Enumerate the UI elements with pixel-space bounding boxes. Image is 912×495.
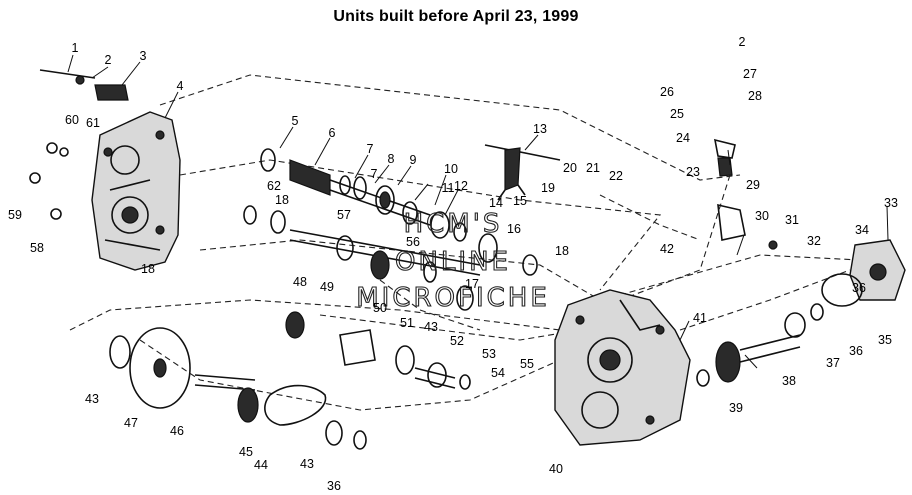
callout-label: 30 — [755, 209, 769, 223]
callout-label: 26 — [660, 85, 674, 99]
callout-label: 37 — [826, 356, 840, 370]
callout-label: 25 — [670, 107, 684, 121]
watermark-line-1: HCM'S — [404, 209, 503, 239]
callout-label: 39 — [729, 401, 743, 415]
callout-label: 19 — [541, 181, 555, 195]
callout-label: 1 — [72, 41, 79, 55]
callout-label: 13 — [533, 122, 547, 136]
callout-label: 32 — [807, 234, 821, 248]
callout-label: 43 — [424, 320, 438, 334]
callout-label: 7 — [371, 167, 378, 181]
callout-label: 55 — [520, 357, 534, 371]
callout-label: 5 — [292, 114, 299, 128]
watermark-line-2: ONLINE — [395, 247, 511, 277]
callout-label: 45 — [239, 445, 253, 459]
callout-label: 15 — [513, 194, 527, 208]
callout-label: 34 — [855, 223, 869, 237]
callout-label: 43 — [85, 392, 99, 406]
callout-label: 58 — [30, 241, 44, 255]
callout-label: 10 — [444, 162, 458, 176]
callout-label: 53 — [482, 347, 496, 361]
callout-label: 36 — [327, 479, 341, 493]
callout-label: 49 — [320, 280, 334, 294]
callout-label: 35 — [878, 333, 892, 347]
callout-label: 24 — [676, 131, 690, 145]
callout-label: 18 — [141, 262, 155, 276]
callout-label: 6 — [329, 126, 336, 140]
callout-label: 61 — [86, 116, 100, 130]
callout-label: 62 — [267, 179, 281, 193]
shift-fork — [484, 144, 561, 201]
callout-label: 33 — [884, 196, 898, 210]
callout-label: 18 — [275, 193, 289, 207]
lower-gear-group — [109, 327, 367, 450]
callout-label: 2 — [739, 35, 746, 49]
callout-label: 59 — [8, 208, 22, 222]
callout-label: 52 — [450, 334, 464, 348]
callout-label: 29 — [746, 178, 760, 192]
callout-label: 48 — [293, 275, 307, 289]
watermark: HCM'S ONLINE MICROFICHE — [356, 208, 550, 313]
callout-label: 17 — [465, 277, 479, 291]
callout-label: 46 — [170, 424, 184, 438]
callout-label: 2 — [105, 53, 112, 67]
small-left-parts — [29, 69, 129, 220]
callout-label: 57 — [337, 208, 351, 222]
callout-label: 27 — [743, 67, 757, 81]
callout-label: 14 — [489, 196, 503, 210]
middle-lower-parts — [285, 311, 471, 390]
callout-label: 11 — [442, 181, 455, 195]
callout-label: 43 — [300, 457, 314, 471]
callout-label: 31 — [785, 213, 799, 227]
watermark-line-3: MICROFICHE — [356, 283, 550, 313]
output-shaft-assembly — [696, 138, 906, 387]
callout-label: 47 — [124, 416, 138, 430]
callout-label: 28 — [748, 89, 762, 103]
callout-label: 42 — [660, 242, 674, 256]
right-housing — [554, 289, 691, 446]
callout-label: 36 — [852, 281, 866, 295]
callout-label: 7 — [367, 142, 374, 156]
callout-label: 21 — [586, 161, 600, 175]
callout-label: 22 — [609, 169, 623, 183]
callout-label: 3 — [140, 49, 147, 63]
callout-label: 40 — [549, 462, 563, 476]
callout-label: 41 — [693, 311, 707, 325]
callout-label: 4 — [177, 79, 184, 93]
left-housing — [91, 111, 181, 271]
callout-label: 51 — [400, 316, 414, 330]
diagram-title: Units built before April 23, 1999 — [333, 8, 579, 25]
callout-label: 38 — [782, 374, 796, 388]
callout-label: 12 — [454, 179, 468, 193]
callout-label: 8 — [388, 152, 395, 166]
callout-label: 18 — [555, 244, 569, 258]
callout-label: 44 — [254, 458, 268, 472]
callout-label: 56 — [406, 235, 420, 249]
callout-label: 9 — [410, 153, 417, 167]
callout-label: 23 — [686, 165, 700, 179]
leader-lines — [67, 54, 889, 369]
callout-label: 50 — [373, 301, 387, 315]
callout-label: 36 — [849, 344, 863, 358]
input-shaft-assembly — [260, 148, 467, 242]
callout-label: 54 — [491, 366, 505, 380]
callout-label: 16 — [507, 222, 521, 236]
callout-label: 60 — [65, 113, 79, 127]
countershaft-assembly — [243, 205, 538, 311]
callout-label: 20 — [563, 161, 577, 175]
